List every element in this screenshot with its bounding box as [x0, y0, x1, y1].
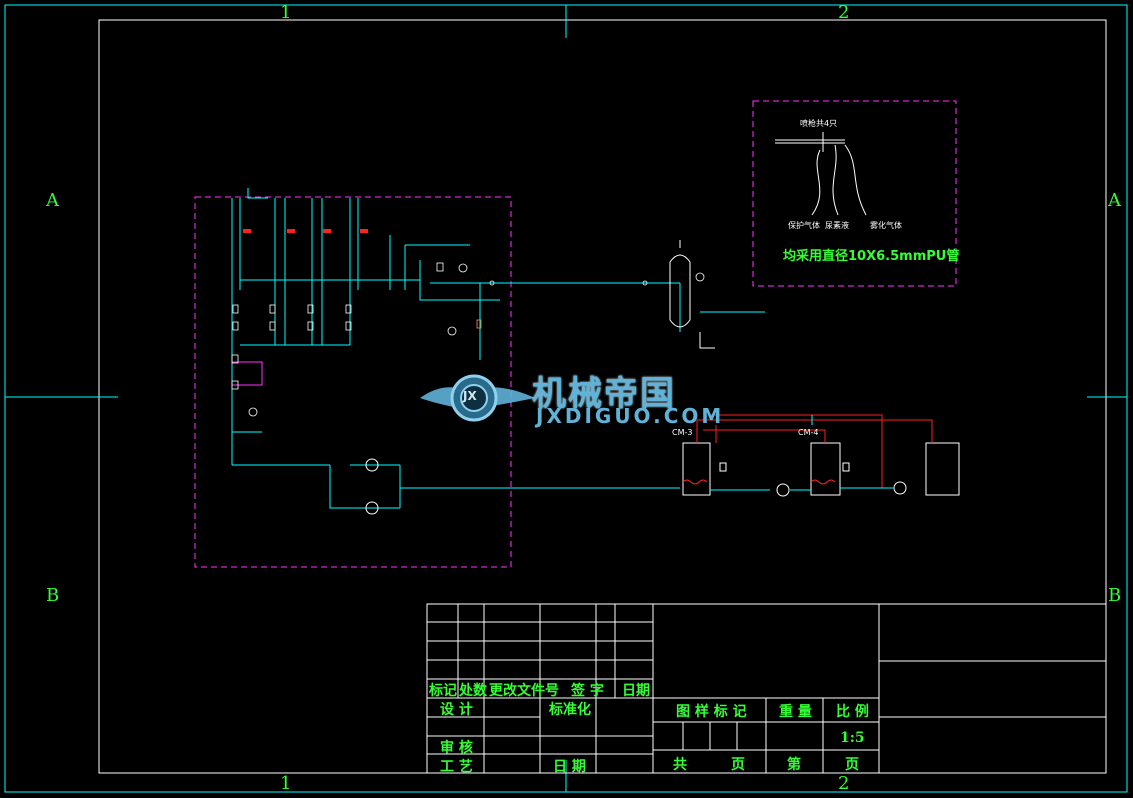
tb-mark: 标记 [429, 683, 457, 699]
gas-protect-label: 保护气体 [788, 221, 820, 230]
tb-weight: 重 量 [779, 704, 812, 720]
tb-drawing-mark: 图 样 标 记 [676, 704, 747, 720]
zone-label-col2-bottom: 2 [838, 773, 850, 794]
tank-links [710, 415, 893, 491]
tb-count: 处数 [459, 683, 487, 699]
magenta-loop [232, 361, 263, 386]
atomize-gas-label: 雾化气体 [870, 221, 902, 230]
heated-tanks [682, 442, 960, 496]
zone-label-rowa-left: A [46, 190, 59, 211]
system-boundary [194, 196, 512, 568]
watermark-emblem-text: JX [463, 389, 477, 403]
title-block [426, 603, 1107, 774]
tb-standardization: 标准化 [549, 702, 591, 718]
zone-label-rowa-right: A [1108, 190, 1121, 211]
cm3-label: CM-3 [672, 428, 693, 437]
valves [231, 262, 705, 417]
urea-label: 尿素液 [825, 221, 849, 230]
tb-process: 工 艺 [440, 759, 473, 775]
tb-scale-value: 1:5 [840, 730, 865, 746]
inset-box [752, 100, 957, 287]
tb-date: 日期 [622, 683, 650, 699]
tb-design: 设 计 [440, 702, 473, 718]
spray-gun-label: 喷枪共4只 [800, 119, 838, 128]
tb-date2: 日 期 [553, 759, 586, 775]
zone-label-col1-top: 1 [280, 2, 292, 23]
tb-page2: 页 [845, 757, 859, 773]
tb-scale-label: 比 例 [836, 704, 869, 720]
zone-label-col1-bottom: 1 [280, 773, 292, 794]
tb-total: 共 [673, 757, 687, 773]
tb-signature: 签 字 [571, 683, 604, 699]
cm4-label: CM-4 [798, 428, 819, 437]
watermark-cn: 机械帝国 [532, 374, 676, 414]
tb-change-doc: 更改文件号 [489, 683, 559, 699]
zone-label-rowb-right: B [1108, 585, 1122, 606]
tb-sheet-no: 第 [787, 757, 801, 773]
tb-review: 审 核 [440, 740, 473, 756]
red-wiring [696, 414, 933, 488]
tb-page: 页 [731, 757, 745, 773]
zone-ticks [5, 5, 1127, 792]
pumps [365, 458, 907, 515]
pipe-note: 均采用直径10X6.5mmPU管 [783, 249, 960, 264]
zone-label-col2-top: 2 [838, 2, 850, 23]
red-indicators [243, 229, 368, 233]
watermark-emblem [420, 374, 535, 422]
pipe-network [231, 188, 765, 509]
watermark-en: JXDIGUO.COM [536, 404, 725, 428]
spray-gun-sketch [775, 132, 867, 216]
zone-label-rowb-left: B [46, 585, 60, 606]
storage-tank [669, 240, 715, 349]
